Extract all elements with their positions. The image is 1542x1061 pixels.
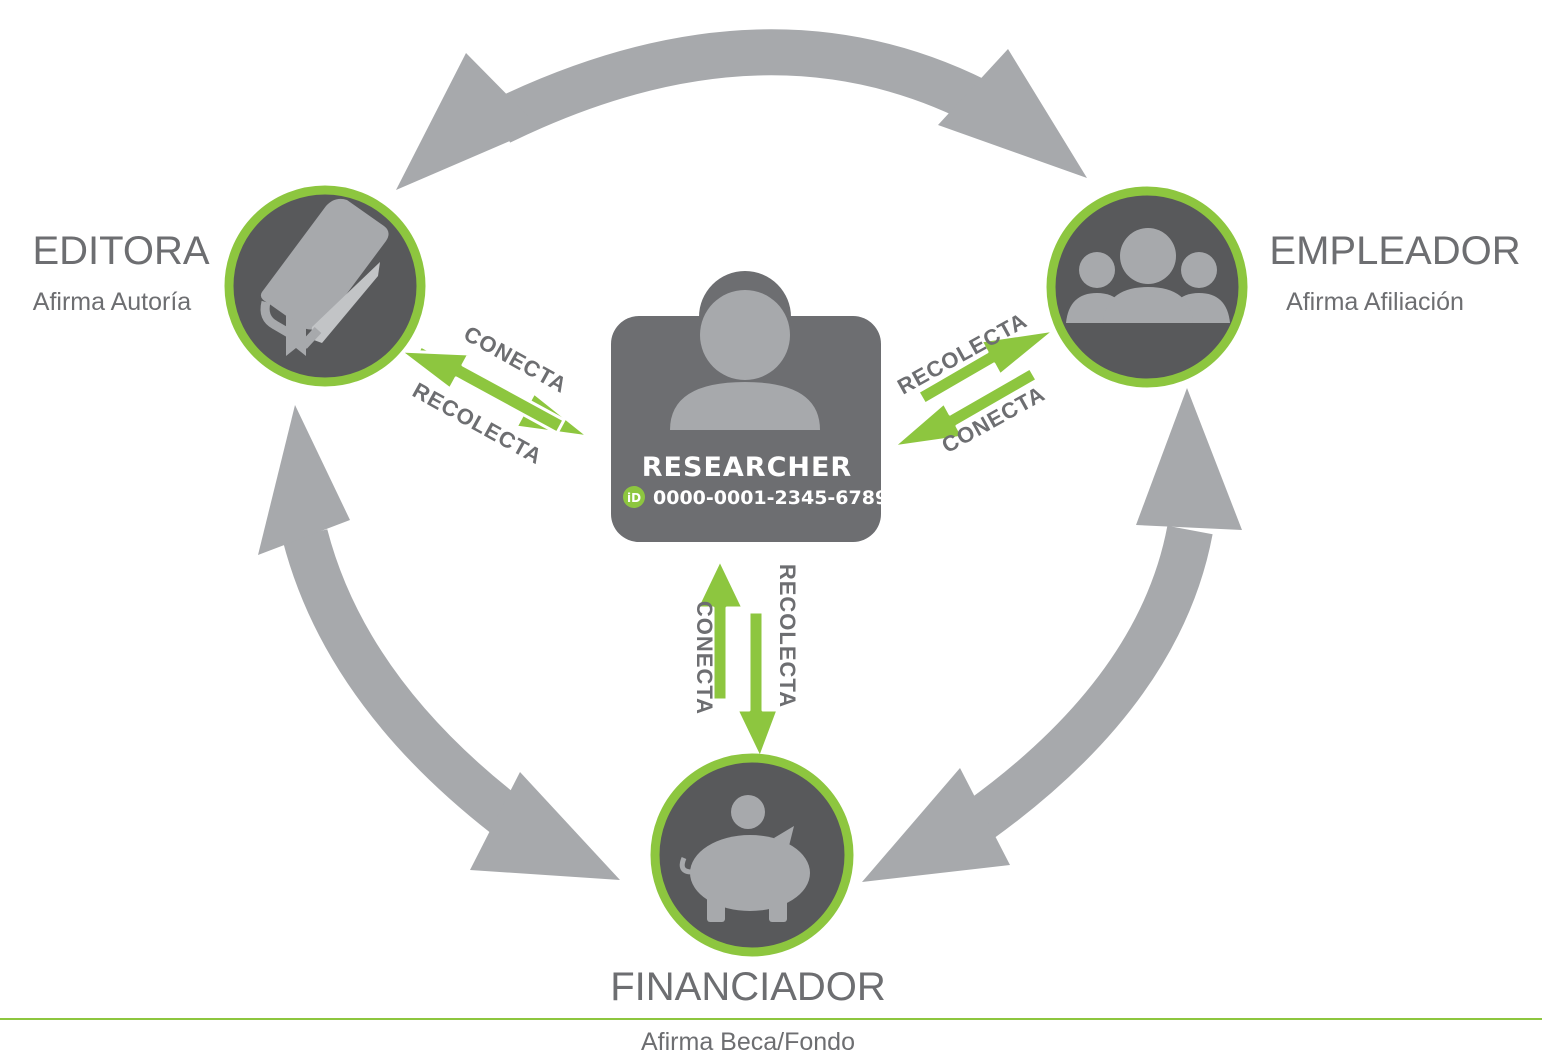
researcher-card: RESEARCHER iD 0000-0001-2345-6789 — [611, 271, 888, 542]
node-empleador: EMPLEADOR Afirma Afiliación — [1046, 186, 1521, 388]
flow-arrows-empleador — [891, 328, 1057, 449]
flow-arrow-to-empleador — [916, 328, 1057, 406]
person-icon — [670, 290, 820, 430]
arrowhead-empleador — [938, 49, 1087, 178]
flow-arrows-editora — [398, 344, 591, 439]
cycle-arrows — [258, 29, 1242, 882]
cycle-arrow-right — [862, 388, 1242, 882]
node-financiador: FINANCIADOR Afirma Beca/Fondo — [610, 753, 886, 1056]
financiador-title: FINANCIADOR — [610, 965, 886, 1009]
empleador-title: EMPLEADOR — [1269, 229, 1520, 273]
empleador-circle — [1046, 186, 1248, 388]
editora-title: EDITORA — [32, 229, 209, 273]
arrowhead-editora — [396, 53, 540, 190]
empleador-subtitle: Afirma Afiliación — [1286, 288, 1464, 316]
node-editora: EDITORA Afirma Autoría — [32, 185, 426, 387]
arrowhead-financiador-right — [862, 768, 1010, 882]
researcher-title: RESEARCHER — [642, 452, 852, 483]
financiador-subtitle: Afirma Beca/Fondo — [641, 1028, 855, 1056]
orcid-badge-text: iD — [627, 491, 641, 505]
flow-arrow-to-editora — [398, 349, 566, 435]
editora-subtitle: Afirma Autoría — [33, 288, 191, 316]
flow-arrows-financiador — [695, 558, 780, 760]
orcid-id: 0000-0001-2345-6789 — [653, 487, 888, 509]
flow-arrow-to-financiador — [735, 610, 780, 760]
cycle-arrow-top — [396, 29, 1087, 190]
flow-arrow-to-researcher-bottom — [695, 558, 745, 702]
orcid-icon — [623, 486, 645, 508]
flow-arrow-to-researcher-right — [891, 366, 1039, 449]
book-icon — [260, 198, 389, 356]
arrowhead-empleador-right — [1136, 388, 1242, 530]
flow-label-financiador-recolecta: RECOLECTA — [775, 564, 800, 708]
flow-label-financiador-conecta: CONECTA — [692, 601, 717, 715]
cycle-arrow-left — [258, 405, 620, 880]
arrowhead-financiador-left — [470, 772, 620, 880]
piggy-bank-icon — [679, 795, 810, 922]
flow-arrows — [398, 328, 1057, 760]
arrowhead-editora-left — [258, 405, 350, 555]
people-group-icon — [1066, 228, 1230, 323]
